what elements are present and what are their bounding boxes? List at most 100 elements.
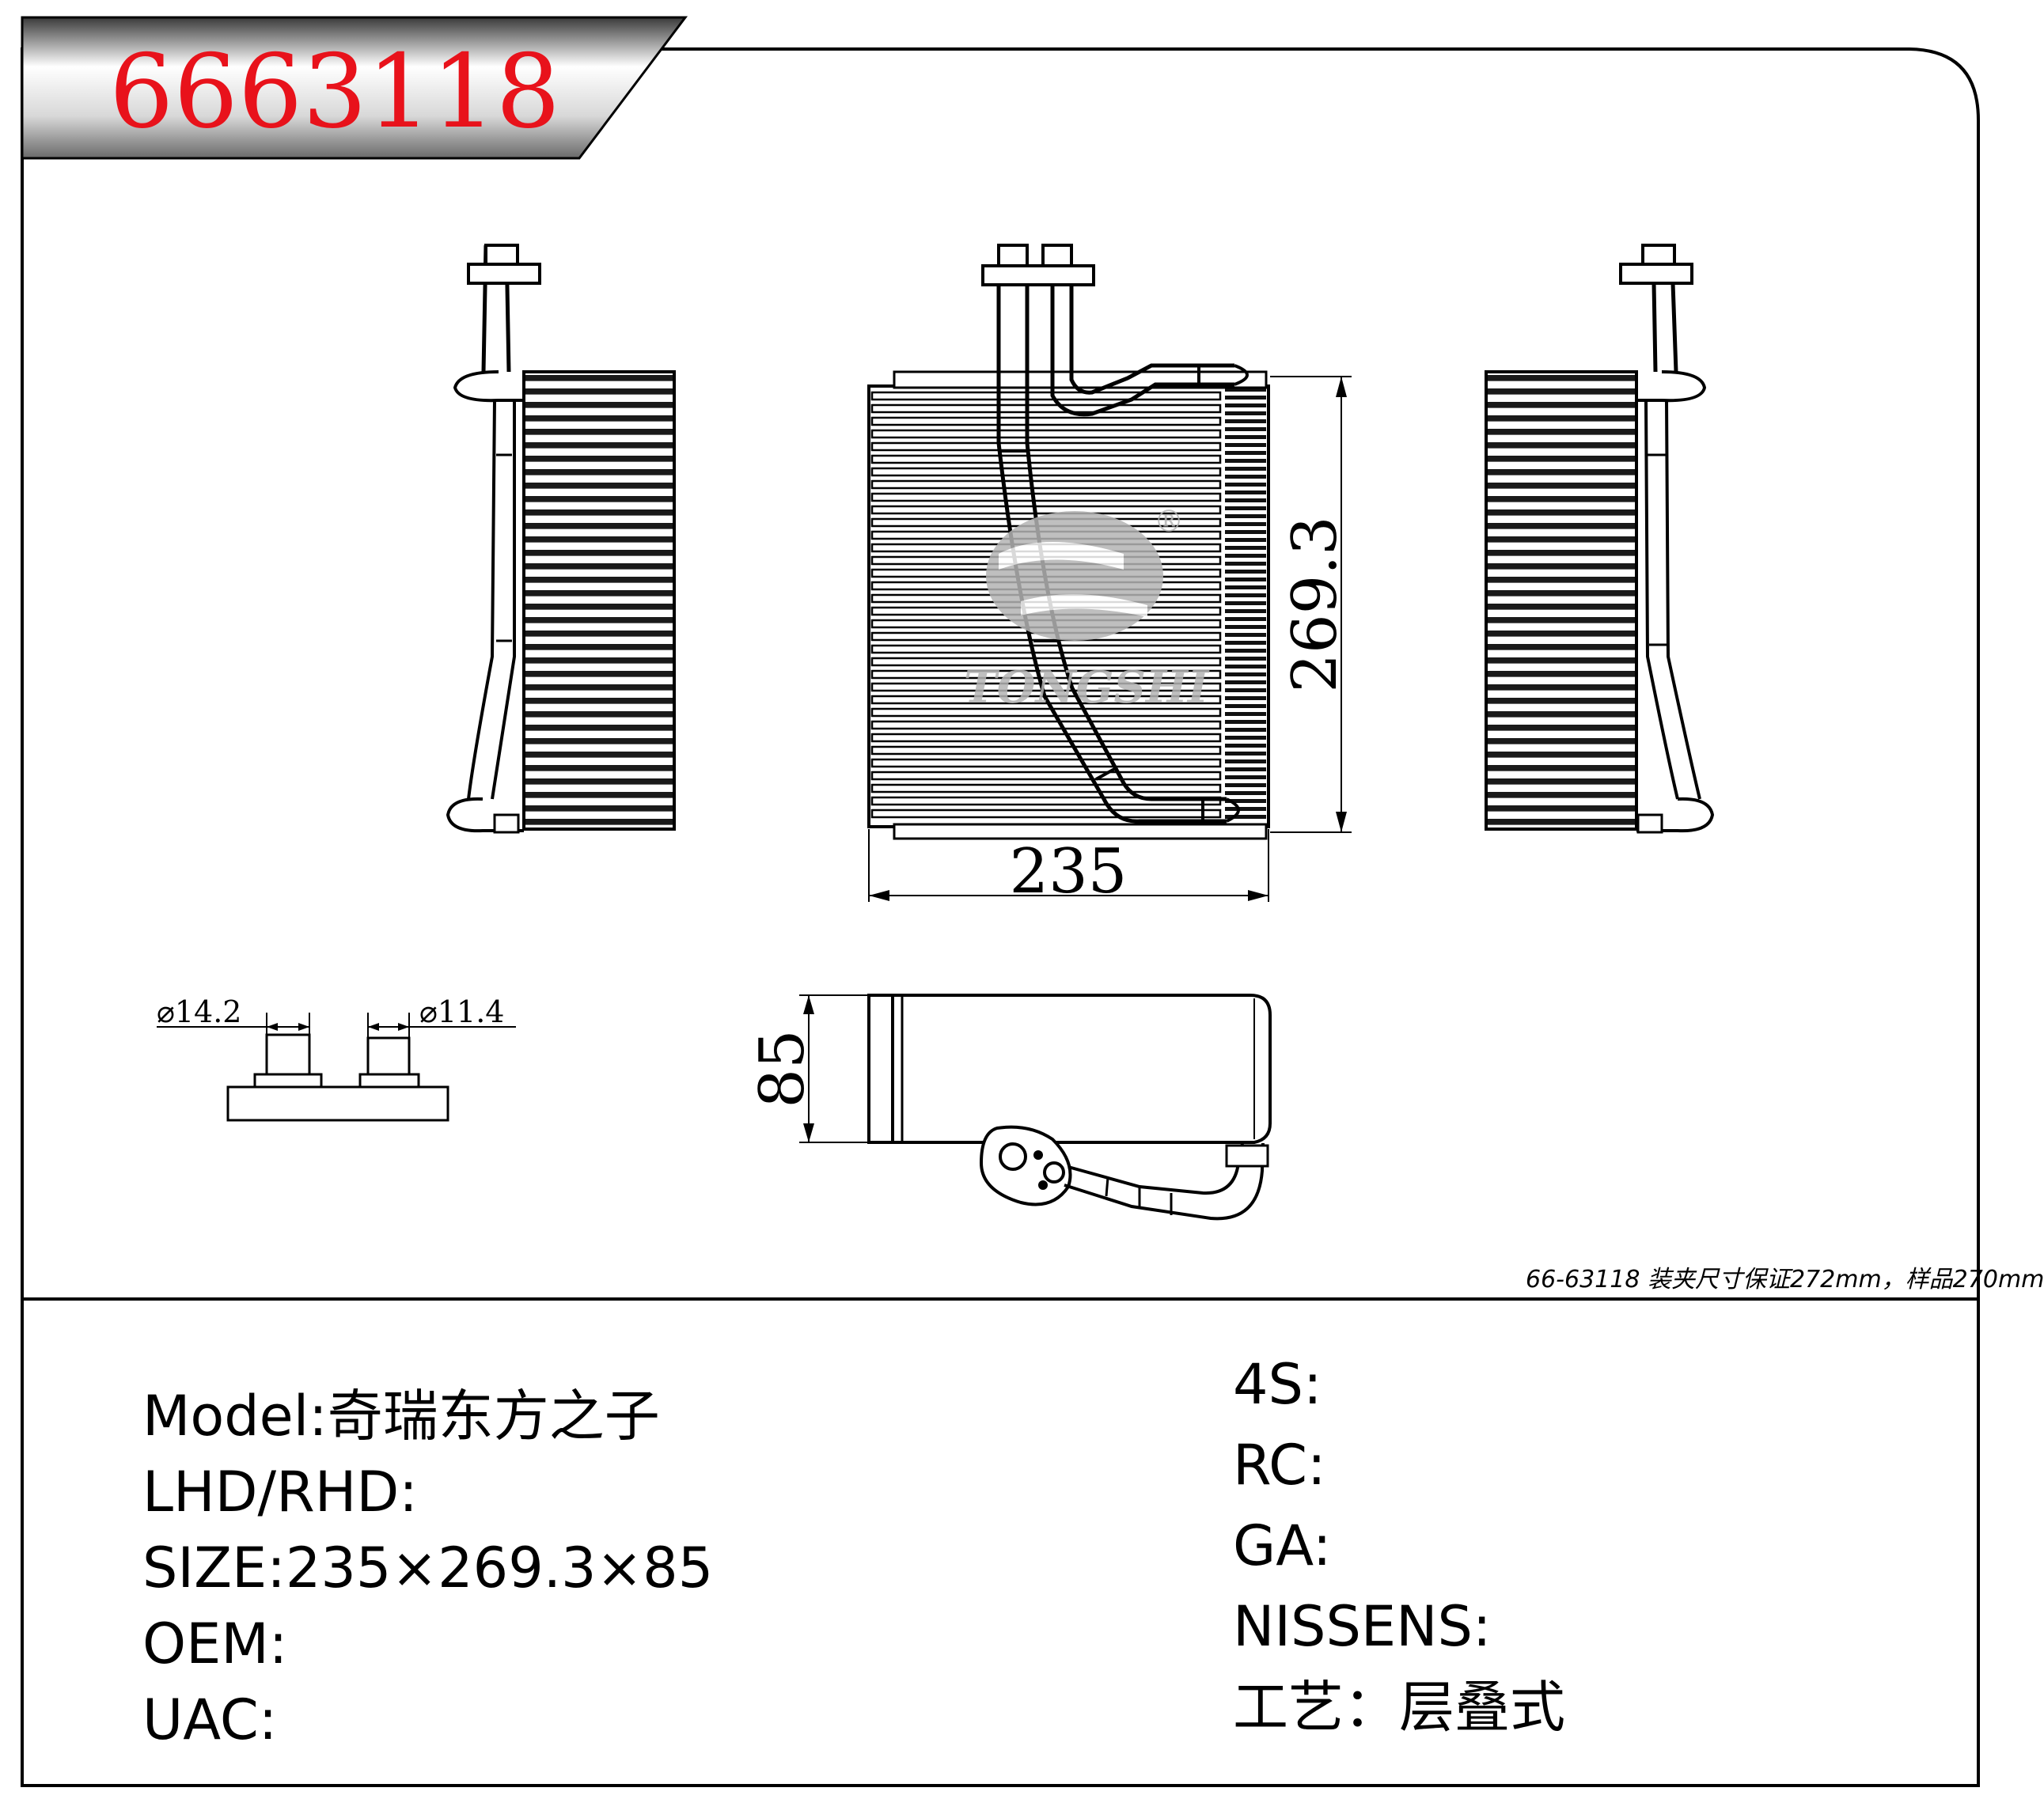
front-tube [870,720,1222,730]
front-tube [870,492,1222,502]
fin-plate [525,819,673,825]
spec-row-nissens: NISSENS: [1233,1599,1492,1654]
fin-plate [1488,456,1635,462]
fin-plate [1488,778,1635,785]
front-end-fin [1225,506,1266,510]
fin-plate [1488,509,1635,516]
spec-label: UAC [142,1687,259,1752]
spec-separator: : [1312,1513,1332,1578]
fin-plate [525,496,673,502]
spec-row-model: Model:奇瑞东方之子 [142,1388,660,1444]
fin-plate [525,631,673,637]
front-end-fin [1225,435,1266,439]
fin-plate [1488,429,1635,435]
spec-label: NISSENS [1233,1594,1473,1659]
front-tube [870,391,1222,401]
front-end-fin [1225,799,1266,803]
fin-plate [1488,604,1635,610]
fitting-detail: ⌀14.2 ⌀11.4 [157,994,516,1122]
spec-value: 奇瑞东方之子 [327,1384,660,1449]
spec-separator: : [268,1612,288,1676]
front-tube [870,505,1222,515]
front-end-fin [1225,712,1266,716]
front-tube [870,707,1222,718]
front-tube [870,771,1222,781]
front-end-fin [1225,419,1266,423]
front-tube [870,403,1222,414]
front-end-fin [1225,791,1266,795]
spec-separator: : [258,1687,278,1752]
front-tube [870,745,1222,756]
spec-row-oem: OEM: [142,1616,287,1672]
front-tube [870,416,1222,426]
front-end-fin [1225,720,1266,724]
spec-row-4s: 4S: [1233,1357,1322,1412]
height-dimension-label: 269.3 [1280,516,1351,692]
fin-plate [525,657,673,664]
front-end-fin [1225,807,1266,811]
spec-label: 工艺 [1233,1675,1344,1740]
fin-plate [1488,698,1635,704]
fin-plate [525,684,673,691]
fin-plate [1488,671,1635,677]
front-tube [870,441,1222,452]
front-end-fin [1225,546,1266,550]
fin-plate [525,698,673,704]
front-end-fin [1225,649,1266,653]
front-end-fin [1225,736,1266,740]
width-dimension: 235 [868,829,1269,907]
watermark-logo-icon [986,511,1163,641]
fin-plate [1488,496,1635,502]
top-view [867,994,1272,1221]
fin-plate [525,483,673,489]
fin-plate [1488,415,1635,422]
watermark-registered: ® [1154,504,1184,539]
front-end-fin [1225,530,1266,534]
front-end-fin [1225,443,1266,447]
spec-value: 层叠式 [1399,1675,1565,1740]
fin-plate [1488,550,1635,556]
fin-plate [1488,631,1635,637]
spec-separator: : [1307,1433,1326,1498]
spec-separator: : [309,1384,328,1449]
fin-plate [525,388,673,395]
front-tube [870,644,1222,654]
front-end-fin [1225,728,1266,732]
front-end-fin [1225,665,1266,668]
fin-plate [525,738,673,744]
front-tube [870,809,1222,819]
spec-row-: 工艺：层叠式 [1233,1680,1565,1735]
spec-row-rc: RC: [1233,1437,1326,1493]
fin-plate [525,442,673,449]
front-end-fin [1225,578,1266,581]
fin-plate [1488,617,1635,623]
front-end-fin [1225,467,1266,471]
front-end-fin [1225,601,1266,605]
fin-plate [525,523,673,529]
front-end-fin [1225,617,1266,621]
front-end-fin [1225,388,1266,392]
spec-row-lhd-rhd: LHD/RHD: [142,1464,418,1520]
fin-plate [525,509,673,516]
fin-plate [525,456,673,462]
outer-frame [21,47,1980,1787]
front-tube [870,454,1222,464]
front-end-fin [1225,490,1266,494]
front-end-fin [1225,633,1266,637]
spec-separator: : [1472,1594,1492,1659]
spec-label: 4S [1233,1352,1303,1417]
spec-separator: : [267,1536,286,1600]
fin-plate [525,550,673,556]
fin-plate [1488,657,1635,664]
spec-value: 235×269.3×85 [285,1536,714,1600]
watermark-text: TONGSHI [964,661,1210,714]
fin-plate [525,402,673,408]
fin-plate [1488,644,1635,650]
front-end-fin [1225,427,1266,431]
fin-plate [1488,725,1635,731]
fin-plate [525,671,673,677]
front-tube [870,429,1222,439]
fin-plate [1488,469,1635,475]
front-end-fin [1225,514,1266,518]
front-end-fin [1225,475,1266,479]
